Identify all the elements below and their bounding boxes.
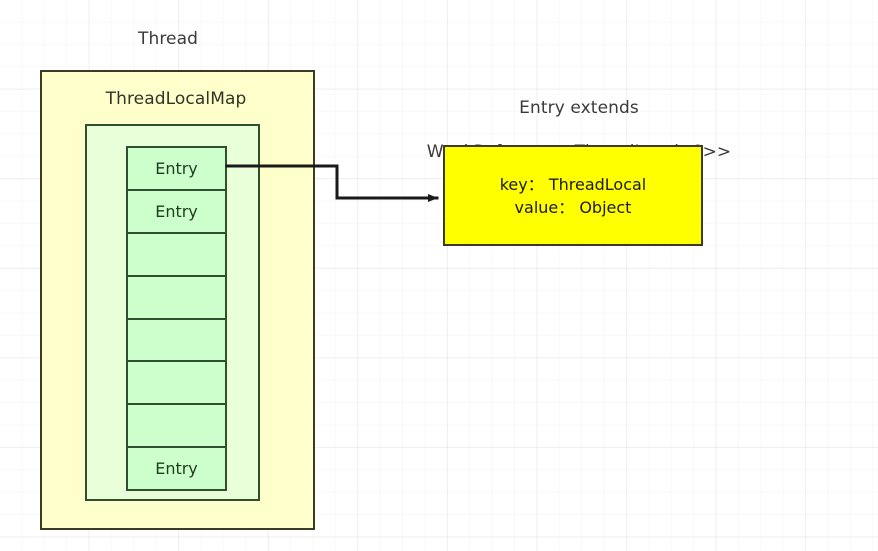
threadlocalmap-label: ThreadLocalMap <box>105 89 247 109</box>
entry-cell <box>128 362 225 406</box>
entry-cell <box>128 405 225 449</box>
entry-detail-title-line1: Entry extends <box>519 98 639 118</box>
entry-cell <box>128 233 225 277</box>
entry-value-line: value： Object <box>514 197 632 217</box>
entry-key-line: key： ThreadLocal <box>499 174 647 194</box>
thread-label: Thread <box>137 29 199 49</box>
entry-detail-box: key： ThreadLocal value： Object <box>443 145 703 246</box>
entry-cell <box>128 319 225 363</box>
entry-cell: Entry <box>128 190 225 234</box>
entry-cell <box>128 276 225 320</box>
entry-cell: Entry <box>128 148 225 191</box>
entry-cell: Entry <box>128 448 225 489</box>
entry-table: Entry Entry Entry <box>126 146 227 491</box>
